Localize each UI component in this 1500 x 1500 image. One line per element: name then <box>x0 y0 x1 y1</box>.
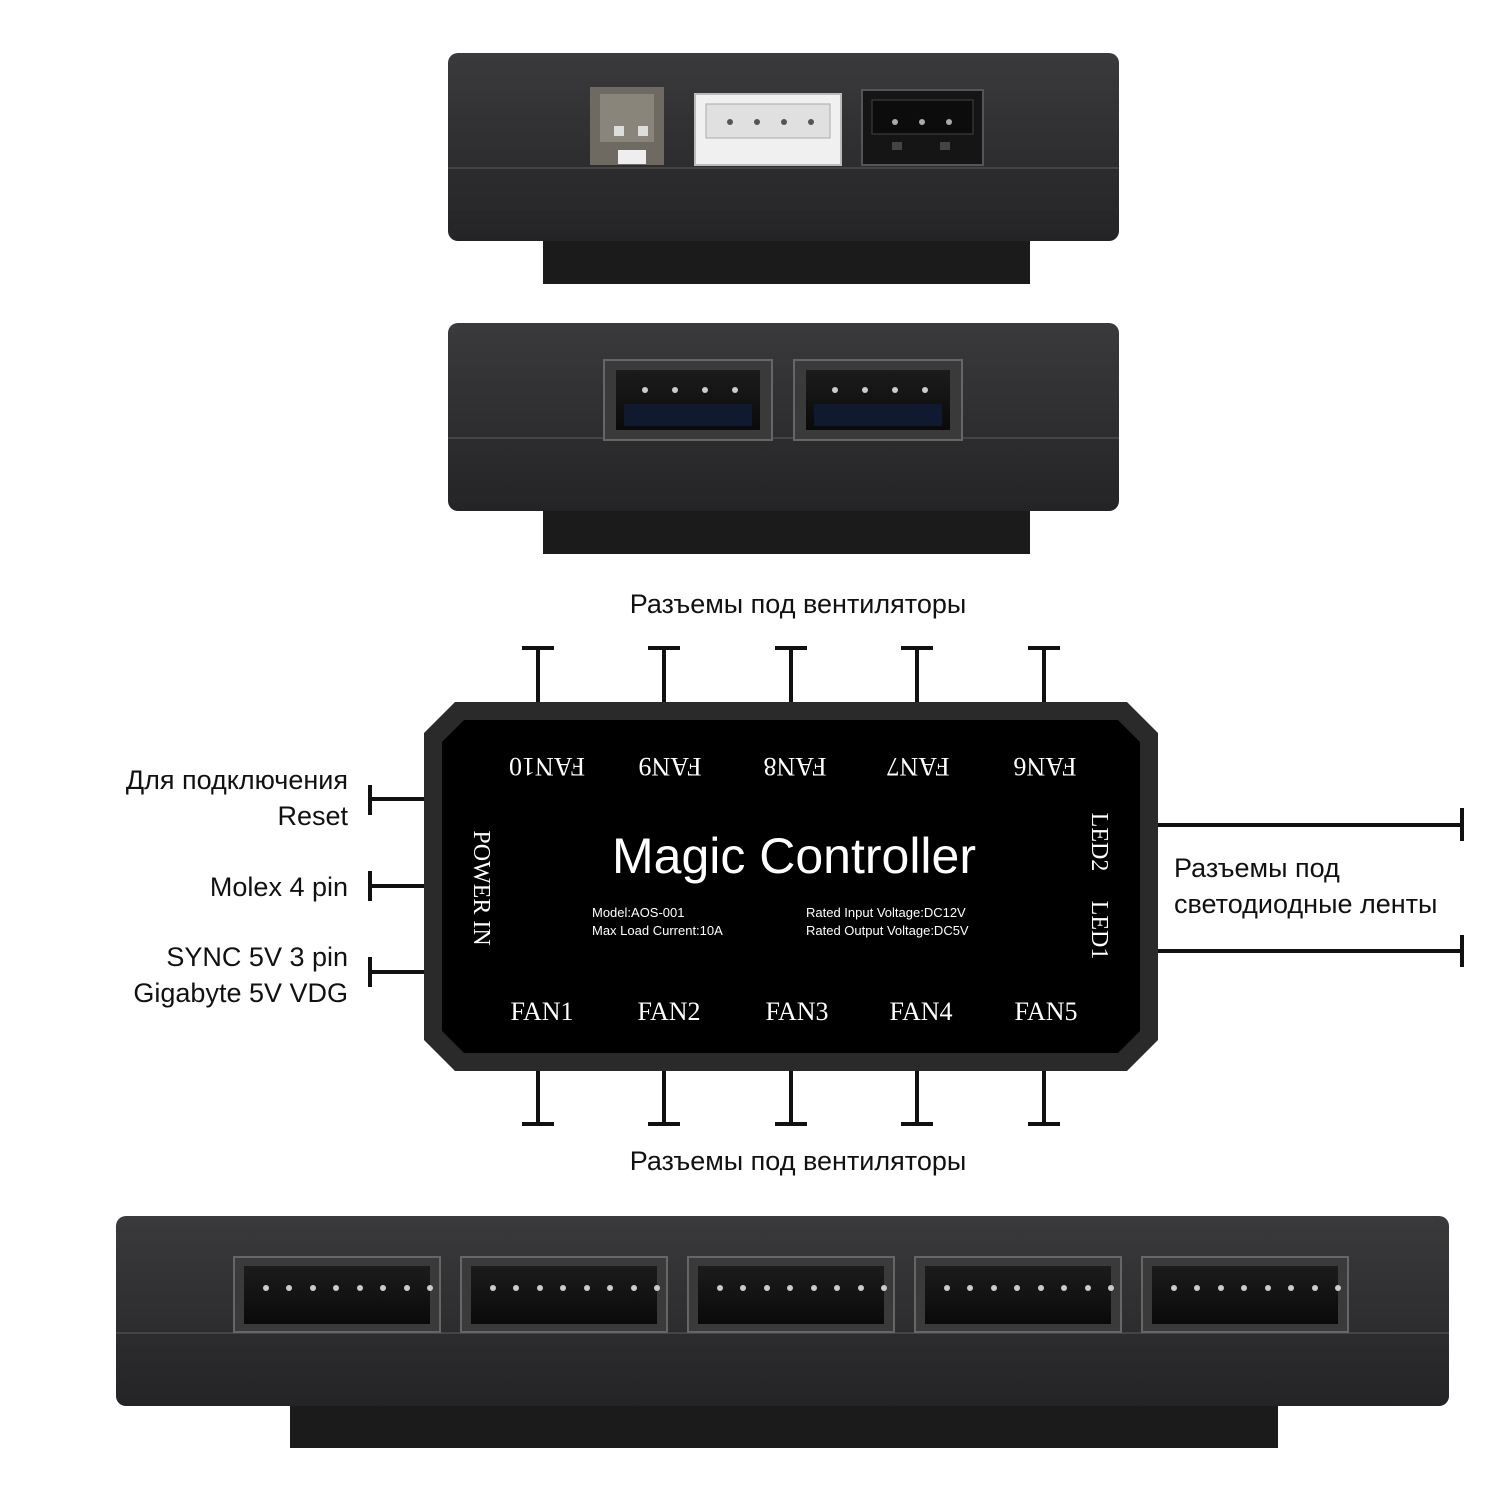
side-view-led-connectors <box>448 323 1119 554</box>
device-base <box>543 238 1030 284</box>
device-base <box>543 508 1030 554</box>
sync-connector <box>861 89 984 166</box>
sync-caption: SYNC 5V 3 pin Gigabyte 5V VDG <box>20 939 348 1011</box>
side-view-power-connectors <box>448 53 1119 284</box>
bottom-port-label-fan5: FAN5 <box>1014 997 1077 1026</box>
fans-top-caption: Разъемы под вентиляторы <box>629 589 967 619</box>
fan-connector <box>914 1256 1122 1333</box>
fan-connector <box>1141 1256 1349 1333</box>
bottom-port-label-fan3: FAN3 <box>765 997 828 1026</box>
top-port-label-fan10: FAN10 <box>509 752 585 781</box>
top-fan-markers <box>522 646 1060 702</box>
led2-label: LED2 <box>1086 813 1112 872</box>
side-view-fan-connectors <box>116 1216 1449 1448</box>
led1-label: LED1 <box>1086 901 1112 960</box>
model-text: Model:AOS-001 <box>592 905 685 920</box>
sync-caption-line2: Gigabyte 5V VDG <box>133 978 348 1008</box>
bottom-port-label-fan1: FAN1 <box>510 997 573 1026</box>
max-load-text: Max Load Current:10A <box>592 923 723 938</box>
controller-title: Magic Controller <box>612 828 976 884</box>
led-connector-b <box>793 359 963 441</box>
molex-caption: Molex 4 pin <box>209 872 348 902</box>
fans-bottom-caption: Разъемы под вентиляторы <box>629 1146 967 1176</box>
controller-board <box>442 720 1140 1053</box>
rated-output-text: Rated Output Voltage:DC5V <box>806 923 969 938</box>
top-port-label-fan7: FAN7 <box>886 752 949 781</box>
top-port-label-fan8: FAN8 <box>763 752 826 781</box>
bottom-fan-markers <box>522 1071 1060 1126</box>
right-markers <box>1158 808 1464 967</box>
led-caption: Разъемы под светодиодные ленты <box>1174 850 1484 922</box>
led-caption-line1: Разъемы под <box>1174 853 1340 883</box>
rated-input-text: Rated Input Voltage:DC12V <box>806 905 966 920</box>
left-markers <box>368 785 424 987</box>
reset-caption: Для подключения Reset <box>40 762 348 834</box>
reset-connector <box>694 93 842 166</box>
fan-connector <box>687 1256 895 1333</box>
led-caption-line2: светодиодные ленты <box>1174 889 1438 919</box>
bottom-port-labels: FAN1 FAN2 FAN3 FAN4 FAN5 <box>510 997 1077 1026</box>
sync-caption-line1: SYNC 5V 3 pin <box>166 942 348 972</box>
molex-connector <box>590 87 664 165</box>
fan-connector <box>460 1256 668 1333</box>
reset-caption-line2: Reset <box>277 801 348 831</box>
reset-caption-line1: Для подключения <box>125 765 348 795</box>
fan-connector-row <box>233 1256 1349 1333</box>
led-connector-a <box>603 359 773 441</box>
power-in-label: POWER IN <box>468 830 494 945</box>
top-port-labels: FAN10 FAN9 FAN8 FAN7 FAN6 <box>509 752 1077 781</box>
bottom-port-label-fan2: FAN2 <box>637 997 700 1026</box>
fan-connector <box>233 1256 441 1333</box>
top-port-label-fan6: FAN6 <box>1013 752 1076 781</box>
device-base <box>290 1402 1278 1448</box>
device-housing <box>448 323 1119 511</box>
top-port-label-fan9: FAN9 <box>638 752 701 781</box>
bottom-port-label-fan4: FAN4 <box>889 997 952 1026</box>
